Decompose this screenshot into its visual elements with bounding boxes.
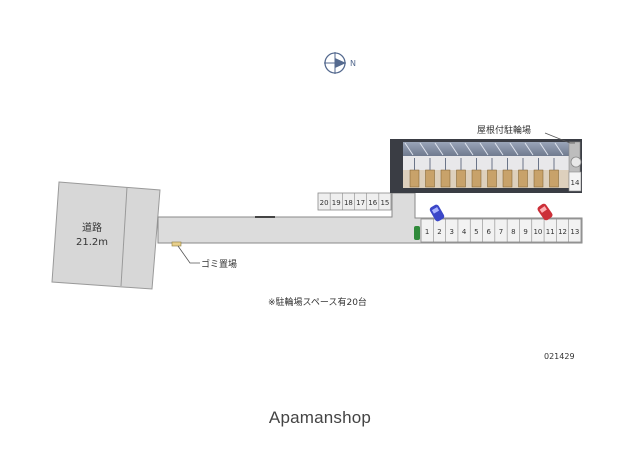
space-1: 1 <box>425 228 429 236</box>
space-16: 16 <box>368 199 377 207</box>
space-10: 10 <box>533 228 542 236</box>
bike-slot <box>456 169 466 188</box>
space-2: 2 <box>437 228 441 236</box>
bike-slot <box>502 169 513 188</box>
bike-slot <box>409 169 420 188</box>
road-width: 21.2m <box>76 237 108 248</box>
bike-slot <box>471 169 482 188</box>
compass-icon: N <box>324 52 356 74</box>
space-12: 12 <box>558 228 567 236</box>
bike-slot <box>533 169 544 188</box>
space-19: 19 <box>332 199 341 207</box>
space-4: 4 <box>462 228 467 236</box>
space-8: 8 <box>511 228 515 236</box>
road-label: 道路 <box>82 221 102 234</box>
roof-bike-parking-label: 屋根付駐輪場 <box>477 124 531 136</box>
red-car-icon <box>537 203 553 221</box>
space-7: 7 <box>499 228 503 236</box>
space-18: 18 <box>344 199 353 207</box>
bike-marker-icon <box>570 156 582 168</box>
space-13: 13 <box>570 228 579 236</box>
garbage-label: ゴミ置場 <box>201 258 237 270</box>
garbage-area: ゴミ置場 <box>171 241 237 270</box>
space-9: 9 <box>523 228 527 236</box>
space-6: 6 <box>486 228 491 236</box>
space-14: 14 <box>571 179 580 187</box>
blue-car-icon <box>429 204 445 222</box>
bike-slot <box>487 169 497 188</box>
bike-slot <box>425 169 435 188</box>
bicycle-icon <box>414 226 420 240</box>
space-17: 17 <box>356 199 365 207</box>
space-15: 15 <box>380 199 389 207</box>
space-20: 20 <box>320 199 329 207</box>
bike-slot <box>518 169 528 188</box>
brand-footer: Apamanshop <box>268 408 372 427</box>
map-code: 021429 <box>544 352 575 361</box>
space-11: 11 <box>546 228 555 236</box>
road: 道路 21.2m <box>51 181 161 290</box>
building <box>390 139 582 193</box>
compass-north-label: N <box>350 59 356 68</box>
right-parking-space: 14 <box>568 171 582 192</box>
bike-slot <box>440 169 451 188</box>
bike-space-note: ※駐輪場スペース有20台 <box>268 296 367 308</box>
space-5: 5 <box>474 228 478 236</box>
space-3: 3 <box>450 228 454 236</box>
bike-slot <box>549 169 559 188</box>
